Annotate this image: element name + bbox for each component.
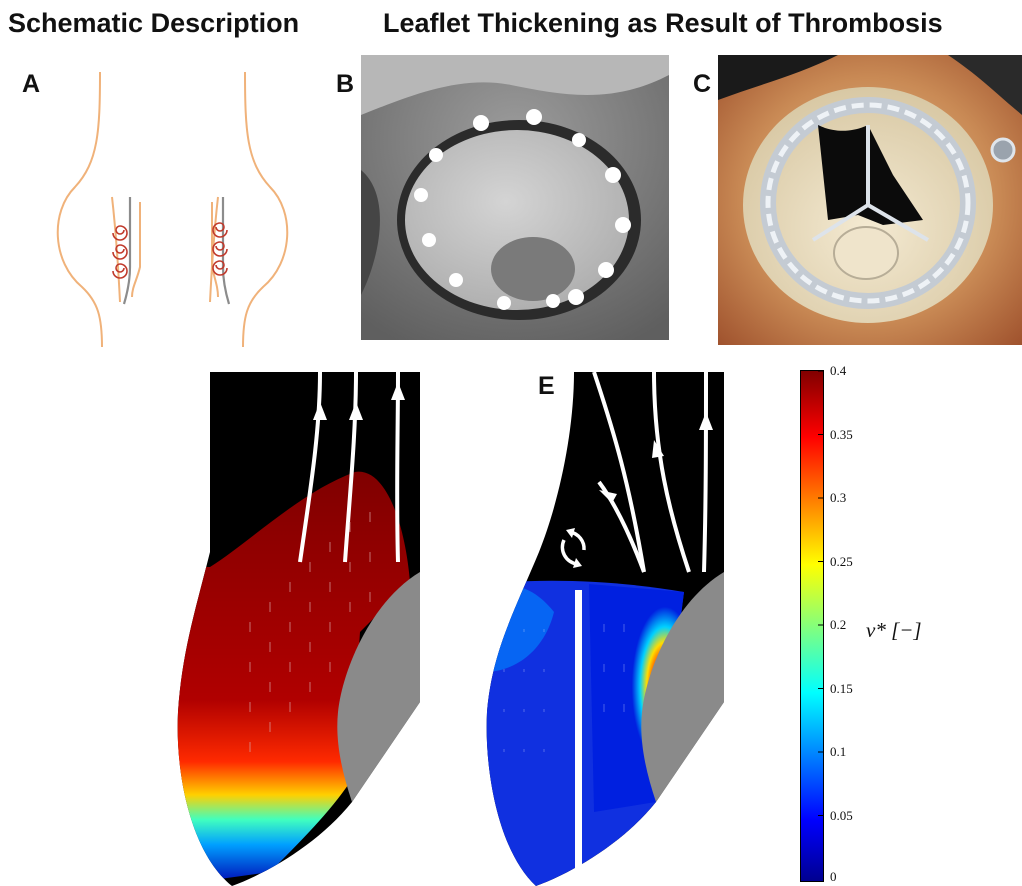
- colorbar: [800, 370, 824, 882]
- colorbar-tick-label: 0.15: [830, 681, 853, 696]
- open-orifice: [818, 125, 923, 225]
- heading-schematic-description: Schematic Description: [8, 8, 300, 38]
- leaflet-e: [575, 590, 582, 886]
- panel-a-label: A: [22, 70, 41, 98]
- panel-d-flow-simulation: [170, 372, 430, 886]
- panel-e-label: E: [538, 372, 555, 400]
- flow-direction-arrows-d: [313, 382, 405, 420]
- velocity-vectors-d: [249, 512, 371, 752]
- colorbar-tick-label: 0.3: [830, 490, 847, 505]
- colorbar-tick-label: 0.2: [830, 617, 847, 632]
- colorbar-tick-label: 0.25: [830, 554, 853, 569]
- heading-leaflet-thickening: Leaflet Thickening as Result of Thrombos…: [383, 8, 943, 38]
- stent-frame-e: [641, 572, 724, 802]
- colorbar-tick-label: 0.1: [830, 744, 847, 759]
- colorbar-tick-label: 0.05: [830, 808, 853, 823]
- colorbar-tick-label: 0.4: [830, 363, 847, 378]
- vessel-wall-right: [242, 71, 289, 347]
- vortex-icons-right: [212, 222, 228, 276]
- streamlines-e: [592, 372, 708, 573]
- leaflet-left: [122, 197, 132, 305]
- recirculation-velocity-field: [177, 471, 410, 886]
- stent-frame-d: [337, 572, 420, 802]
- thickened-leaflet: [833, 226, 899, 280]
- thrombus-shadow: [491, 237, 575, 301]
- flow-direction-arrows-e: [599, 412, 713, 503]
- velocity-vectors-e: [503, 624, 625, 752]
- vortex-icons-left: [112, 225, 128, 279]
- panel-a-schematic: [40, 62, 340, 347]
- panel-c-label: C: [693, 70, 712, 98]
- panel-c-3d-render: [718, 55, 1022, 345]
- colorbar-ticks: [818, 370, 824, 816]
- panel-e-flow-simulation: [484, 372, 744, 886]
- vessel-wall-left: [56, 71, 103, 347]
- colorbar-label: v* [−]: [866, 618, 922, 642]
- panel-b-ct-image: [361, 55, 669, 340]
- colorbar-tick-label: 0: [830, 869, 837, 884]
- colorbar-tick-label: 0.35: [830, 427, 853, 442]
- stent-struts: [414, 109, 631, 310]
- leaflet-right: [221, 197, 231, 305]
- panel-b-label: B: [336, 70, 355, 98]
